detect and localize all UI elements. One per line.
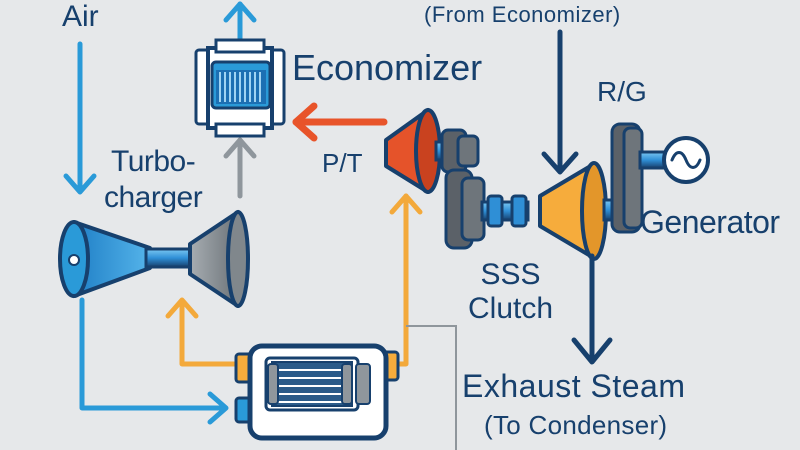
economizer-exhaust-arrow [223, 1, 257, 45]
from-economizer-label: (From Economizer) [424, 2, 621, 27]
rg-label: R/G [597, 76, 647, 107]
turbocharger-label: Turbo- charger [104, 144, 203, 216]
pt-to-economizer-arrow [292, 102, 388, 142]
sss-clutch-label-line1: SSS [480, 258, 541, 291]
steam-from-economizer-arrow [541, 29, 579, 175]
steam-turbine [538, 161, 608, 261]
exhaust-steam-arrow [571, 253, 613, 365]
power-turbine-gearbox [434, 128, 486, 250]
air-label: Air [62, 0, 99, 33]
auxiliary-line [406, 325, 457, 450]
sss-clutch-label: SSS Clutch [468, 258, 553, 326]
economizer-unit [194, 38, 286, 138]
generator-gearbox [602, 122, 678, 234]
turbocharger-compressor [58, 220, 152, 298]
power-turbine [384, 108, 442, 194]
turbocharger-label-line1: Turbo- [110, 145, 196, 178]
to-condenser-label: (To Condenser) [484, 410, 668, 440]
generator-label: Generator [640, 204, 780, 240]
economizer-label: Economizer [292, 47, 483, 88]
turbocharger-turbine [188, 210, 250, 308]
generator [662, 136, 710, 184]
turbocharger-shaft [144, 247, 196, 269]
sine-wave-icon [670, 151, 702, 169]
turbocharger-label-line2: charger [104, 181, 203, 214]
exhaust-steam-label: Exhaust Steam [462, 368, 686, 404]
air-to-intercooler-arrow [79, 297, 229, 425]
engine-block [234, 343, 400, 441]
pt-label: P/T [322, 148, 363, 178]
exhaust-to-power-turbine-arrow [381, 193, 423, 367]
exhaust-to-turbo-arrow [165, 297, 253, 367]
sss-clutch [480, 194, 530, 228]
sss-clutch-label-line2: Clutch [468, 292, 554, 325]
air-inlet-arrow [63, 41, 97, 195]
turbo-exhaust-to-economizer-arrow [223, 137, 257, 199]
